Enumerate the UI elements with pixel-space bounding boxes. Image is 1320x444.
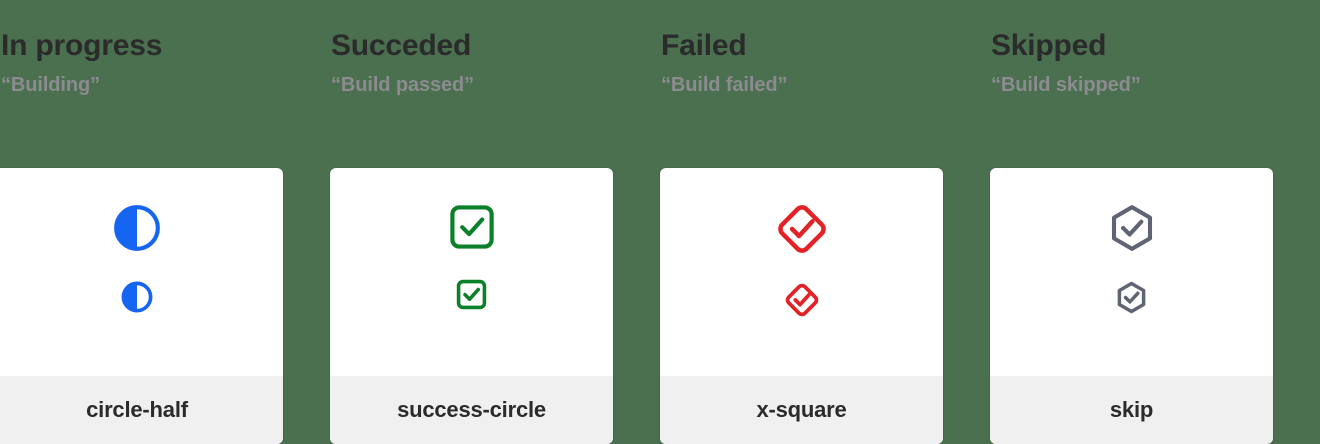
icon-card-footer: circle-half	[0, 376, 283, 444]
icon-card-success-circle[interactable]: success-circle	[330, 168, 613, 444]
x-square-icon	[785, 283, 818, 317]
status-column-succeded: Succeded “Build passed” success-circle	[330, 0, 660, 444]
icon-card-body	[660, 168, 943, 376]
icon-name-label: success-circle	[397, 397, 546, 422]
column-header: Failed “Build failed”	[660, 0, 990, 96]
column-title: Skipped	[991, 29, 1107, 62]
icon-card-circle-half[interactable]: circle-half	[0, 168, 283, 444]
icon-name-label: x-square	[756, 397, 847, 422]
column-title: In progress	[1, 29, 163, 62]
column-header: Skipped “Build skipped”	[990, 0, 1320, 96]
icon-card-x-square[interactable]: x-square	[660, 168, 943, 444]
column-title: Succeded	[331, 29, 472, 62]
icon-card-body	[0, 168, 283, 376]
success-circle-icon	[449, 205, 494, 249]
column-subtitle: “Build failed”	[661, 73, 788, 96]
success-circle-icon	[456, 279, 487, 310]
icon-name-label: skip	[1109, 397, 1154, 422]
column-subtitle: “Build skipped”	[991, 73, 1141, 96]
status-column-in-progress: In progress “Building” circle-half	[0, 0, 330, 444]
icon-card-skip[interactable]: skip	[990, 168, 1273, 444]
status-column-failed: Failed “Build failed” x-squ	[660, 0, 990, 444]
skip-icon	[1117, 281, 1146, 314]
column-subtitle: “Building”	[1, 73, 100, 96]
icon-card-footer: x-square	[660, 376, 943, 444]
column-title: Failed	[661, 29, 747, 62]
status-column-skipped: Skipped “Build skipped” skip	[990, 0, 1320, 444]
icon-card-body	[330, 168, 613, 376]
circle-half-icon	[114, 205, 160, 251]
circle-half-icon	[121, 281, 153, 313]
x-square-icon	[777, 205, 826, 253]
icon-card-footer: skip	[990, 376, 1273, 444]
icon-card-footer: success-circle	[330, 376, 613, 444]
skip-icon	[1111, 205, 1152, 251]
column-subtitle: “Build passed”	[331, 73, 475, 96]
column-header: Succeded “Build passed”	[330, 0, 660, 96]
column-header: In progress “Building”	[0, 0, 330, 96]
icon-card-body	[990, 168, 1273, 376]
icon-name-label: circle-half	[86, 397, 188, 422]
